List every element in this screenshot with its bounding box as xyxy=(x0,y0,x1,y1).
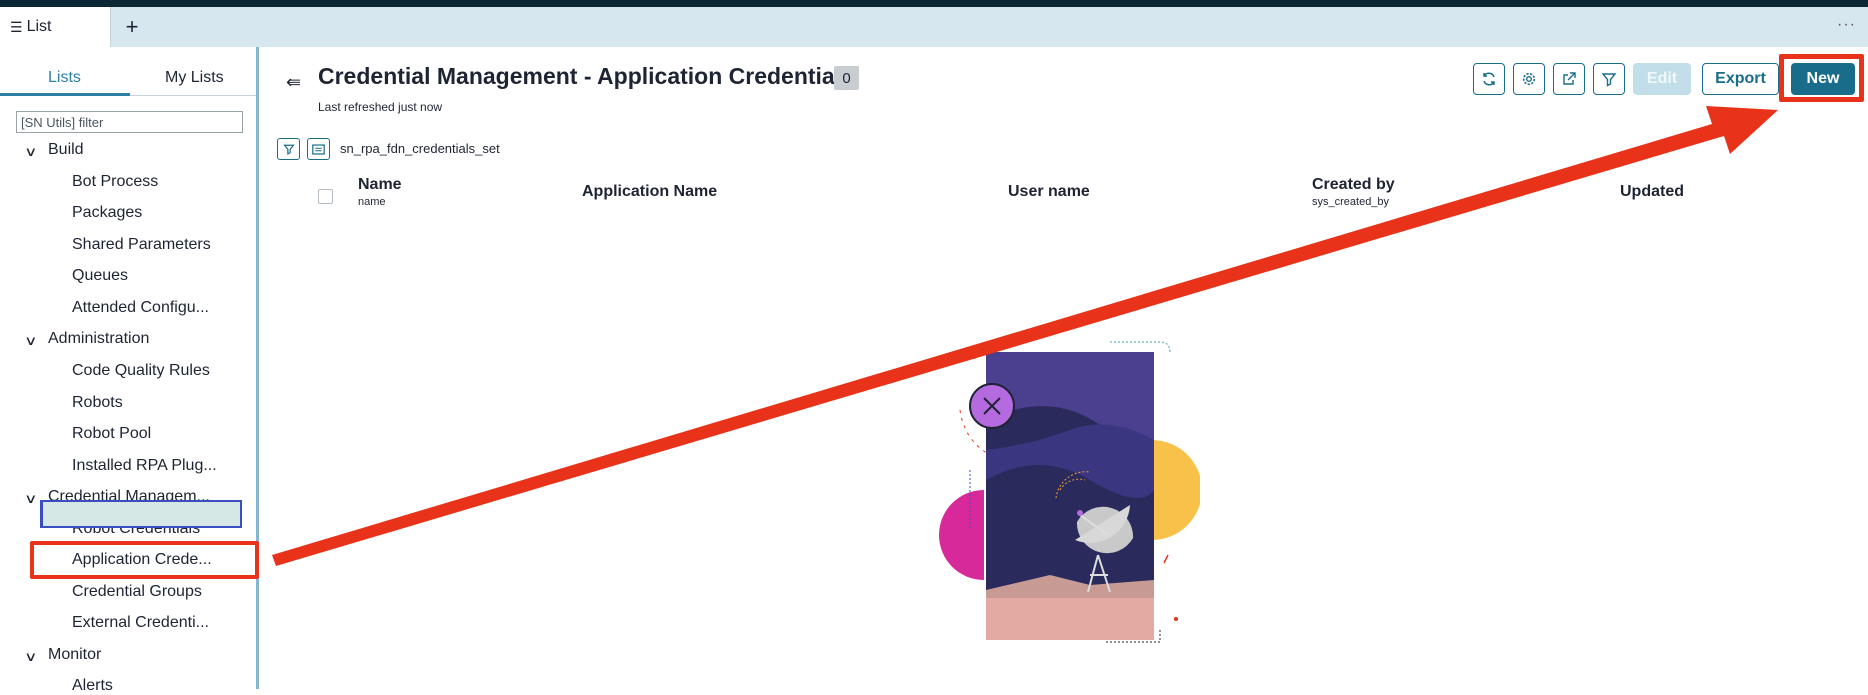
settings-button[interactable] xyxy=(1513,63,1545,95)
empty-state-illustration xyxy=(939,341,1200,643)
tree-item-attended-config[interactable]: Attended Configu... xyxy=(72,299,209,316)
chevron-down-icon[interactable]: ∨ xyxy=(24,333,38,348)
tree-item-alerts[interactable]: Alerts xyxy=(72,677,113,694)
tree-section-monitor[interactable]: Monitor xyxy=(48,646,102,663)
tree-item-robot-pool[interactable]: Robot Pool xyxy=(72,425,152,442)
refresh-icon xyxy=(1483,72,1495,86)
refresh-button[interactable] xyxy=(1473,63,1505,95)
column-field: sys_created_by xyxy=(1312,196,1390,208)
sidebar-filter-input[interactable] xyxy=(16,111,243,133)
filter-button[interactable] xyxy=(1593,63,1625,95)
column-field: name xyxy=(358,196,386,208)
tree-item-external-credentials[interactable]: External Credenti... xyxy=(72,614,209,631)
tree-item-installed-rpa-plugins[interactable]: Installed RPA Plug... xyxy=(72,457,217,474)
tree-item-credential-groups[interactable]: Credential Groups xyxy=(72,583,202,600)
edit-button[interactable]: Edit xyxy=(1633,63,1691,95)
tree-item-queues[interactable]: Queues xyxy=(72,267,129,284)
new-button-highlight xyxy=(1779,54,1864,102)
tree-item-packages[interactable]: Packages xyxy=(72,204,143,221)
column-header-application-name[interactable]: Application Name xyxy=(582,183,718,200)
page-title: Credential Management - Application Cred… xyxy=(318,63,854,89)
column-header-updated[interactable]: Updated xyxy=(1620,183,1684,200)
share-icon xyxy=(1563,72,1576,85)
sidebar-tabs: Lists My Lists xyxy=(0,47,256,96)
tree-item-application-credentials[interactable]: Application Crede... xyxy=(72,551,212,568)
tab-lists[interactable]: Lists xyxy=(48,69,81,86)
tree-item-bot-process[interactable]: Bot Process xyxy=(72,173,159,190)
column-layout-button[interactable] xyxy=(307,138,330,160)
filter-icon xyxy=(282,144,295,155)
active-tab-indicator xyxy=(0,93,130,96)
last-refreshed-text: Last refreshed just now xyxy=(318,100,443,114)
share-button[interactable] xyxy=(1553,63,1585,95)
table-name: sn_rpa_fdn_credentials_set xyxy=(340,141,500,156)
chevron-down-icon[interactable]: ∨ xyxy=(24,649,38,664)
selected-item-background xyxy=(40,500,242,528)
top-banner xyxy=(0,0,1868,7)
column-header-name[interactable]: Name name xyxy=(358,176,402,208)
column-label: Name xyxy=(358,176,402,193)
column-header-created-by[interactable]: Created by sys_created_by xyxy=(1312,176,1395,208)
tab-list[interactable]: ☰ List xyxy=(0,7,111,47)
column-icon xyxy=(312,143,325,155)
tree-item-shared-parameters[interactable]: Shared Parameters xyxy=(72,236,211,253)
tree-item-robots[interactable]: Robots xyxy=(72,394,123,411)
chevron-down-icon[interactable]: ∨ xyxy=(24,491,38,506)
filter-icon xyxy=(1601,73,1617,87)
settings-icon xyxy=(1522,72,1536,86)
tab-bar xyxy=(0,7,1868,47)
more-options-icon[interactable]: ··· xyxy=(1837,16,1856,33)
tree-section-administration[interactable]: Administration xyxy=(48,330,150,347)
sidebar: Lists My Lists xyxy=(0,47,259,689)
tab-my-lists[interactable]: My Lists xyxy=(165,69,224,86)
column-header-user-name[interactable]: User name xyxy=(1008,183,1090,200)
tree-item-code-quality-rules[interactable]: Code Quality Rules xyxy=(72,362,210,379)
tree-section-build[interactable]: Build xyxy=(48,141,84,158)
selected-item-highlight xyxy=(30,541,259,579)
menu-icon: ☰ xyxy=(10,18,23,35)
chevron-down-icon[interactable]: ∨ xyxy=(24,144,38,159)
export-button[interactable]: Export xyxy=(1702,63,1779,95)
add-tab-button[interactable]: + xyxy=(125,14,139,39)
new-button[interactable]: New xyxy=(1791,63,1855,95)
record-count-badge: 0 xyxy=(834,66,859,90)
collapse-sidebar-icon[interactable]: ⇚ xyxy=(286,72,302,92)
column-label: Created by xyxy=(1312,176,1395,193)
tab-label: List xyxy=(26,18,52,35)
select-all-checkbox[interactable] xyxy=(318,189,333,204)
condition-filter-button[interactable] xyxy=(277,138,300,160)
